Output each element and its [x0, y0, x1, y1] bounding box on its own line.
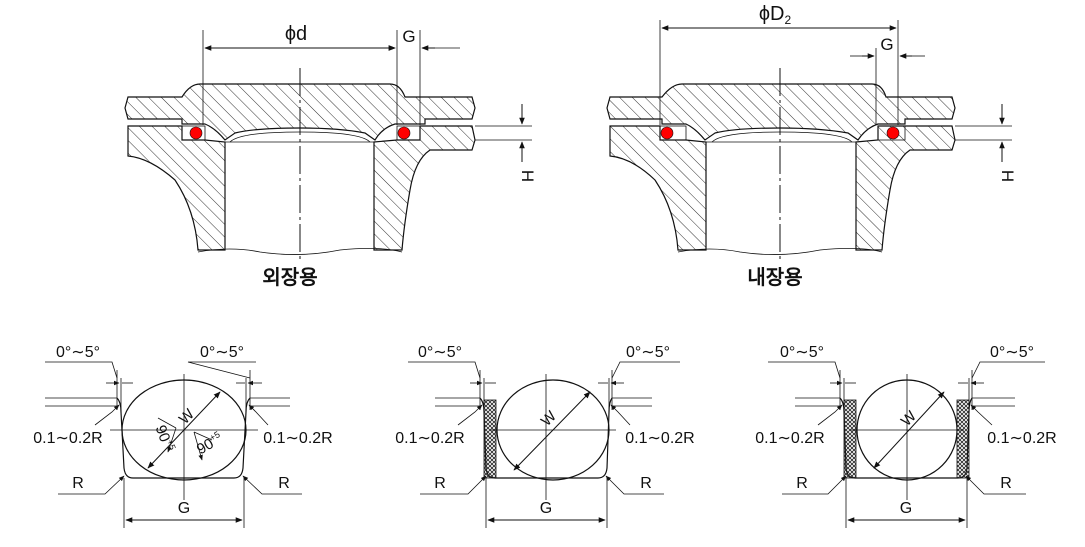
- corner-r-right-2: R: [640, 475, 652, 492]
- groove-detail-3: G W 0°∼5° 0°∼5° 0.1∼0.2R 0.1∼0.2R R R: [755, 344, 1057, 528]
- o-ring-left-internal: [660, 126, 674, 140]
- corner-r-right-1: R: [278, 475, 290, 492]
- body-left-internal: [609, 125, 707, 251]
- radius-left-2: 0.1∼0.2R: [395, 430, 464, 447]
- corner-r-left-2: R: [434, 475, 446, 492]
- label-w-3: W: [898, 407, 921, 430]
- groove-detail-1: G W 90+5 90+5 0°∼5° 0°∼5° 0.1∼0.2R 0.1∼0…: [33, 344, 333, 528]
- tolerance-left: 90+5: [152, 423, 178, 454]
- backup-ring-right-3: [956, 399, 970, 479]
- radius-right-1: 0.1∼0.2R: [263, 430, 332, 447]
- internal-seal-assembly: ϕD2 G H 내장용: [606, 3, 1017, 289]
- angle-right-3: 0°∼5°: [990, 344, 1034, 361]
- angle-left-2: 0°∼5°: [418, 344, 462, 361]
- label-groove-g-internal: G: [880, 35, 893, 54]
- radius-right-2: 0.1∼0.2R: [625, 430, 694, 447]
- angle-left-3: 0°∼5°: [780, 344, 824, 361]
- label-g-2: G: [540, 500, 552, 517]
- corner-r-left-3: R: [796, 475, 808, 492]
- external-seal-assembly: ϕd G H 외장용: [124, 23, 537, 289]
- label-g-1: G: [178, 500, 190, 517]
- label-diameter-d2: ϕD2: [759, 3, 792, 27]
- body-left: [127, 125, 226, 251]
- label-height-h: H: [518, 170, 537, 182]
- radius-left-3: 0.1∼0.2R: [755, 430, 824, 447]
- body-right: [373, 125, 476, 251]
- label-g-3: G: [900, 500, 912, 517]
- angle-right-2: 0°∼5°: [626, 344, 670, 361]
- angle-right-1: 0°∼5°: [200, 344, 244, 361]
- caption-external: 외장용: [262, 266, 317, 289]
- o-ring-right: [397, 126, 411, 140]
- backup-ring-left-2: [483, 399, 497, 479]
- corner-r-right-3: R: [1000, 475, 1012, 492]
- corner-r-left-1: R: [72, 475, 84, 492]
- o-ring-right-internal: [886, 126, 900, 140]
- body-right-internal: [855, 125, 956, 251]
- label-groove-g: G: [402, 27, 415, 46]
- cover-plate-internal: [606, 83, 956, 141]
- groove-detail-2: G W 0°∼5° 0°∼5° 0.1∼0.2R 0.1∼0.2R R R: [395, 344, 695, 528]
- backup-ring-left-3: [843, 399, 857, 479]
- label-height-h-internal: H: [998, 170, 1017, 182]
- radius-left-1: 0.1∼0.2R: [33, 430, 102, 447]
- label-w-1: W: [176, 405, 199, 428]
- caption-internal: 내장용: [747, 266, 802, 289]
- radius-right-3: 0.1∼0.2R: [987, 430, 1056, 447]
- o-ring-left: [189, 126, 203, 140]
- angle-left-1: 0°∼5°: [56, 344, 100, 361]
- label-diameter-d: ϕd: [285, 23, 307, 45]
